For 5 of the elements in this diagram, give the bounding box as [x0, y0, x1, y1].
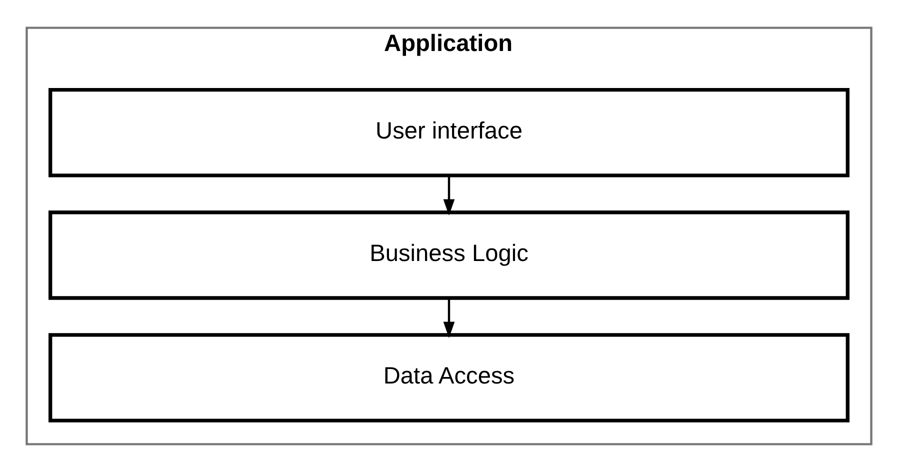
node-box: User interface — [48, 88, 849, 178]
node-box: Business Logic — [48, 210, 849, 300]
arrow — [442, 298, 454, 338]
node-box: Data Access — [48, 333, 849, 422]
arrow — [442, 176, 454, 216]
